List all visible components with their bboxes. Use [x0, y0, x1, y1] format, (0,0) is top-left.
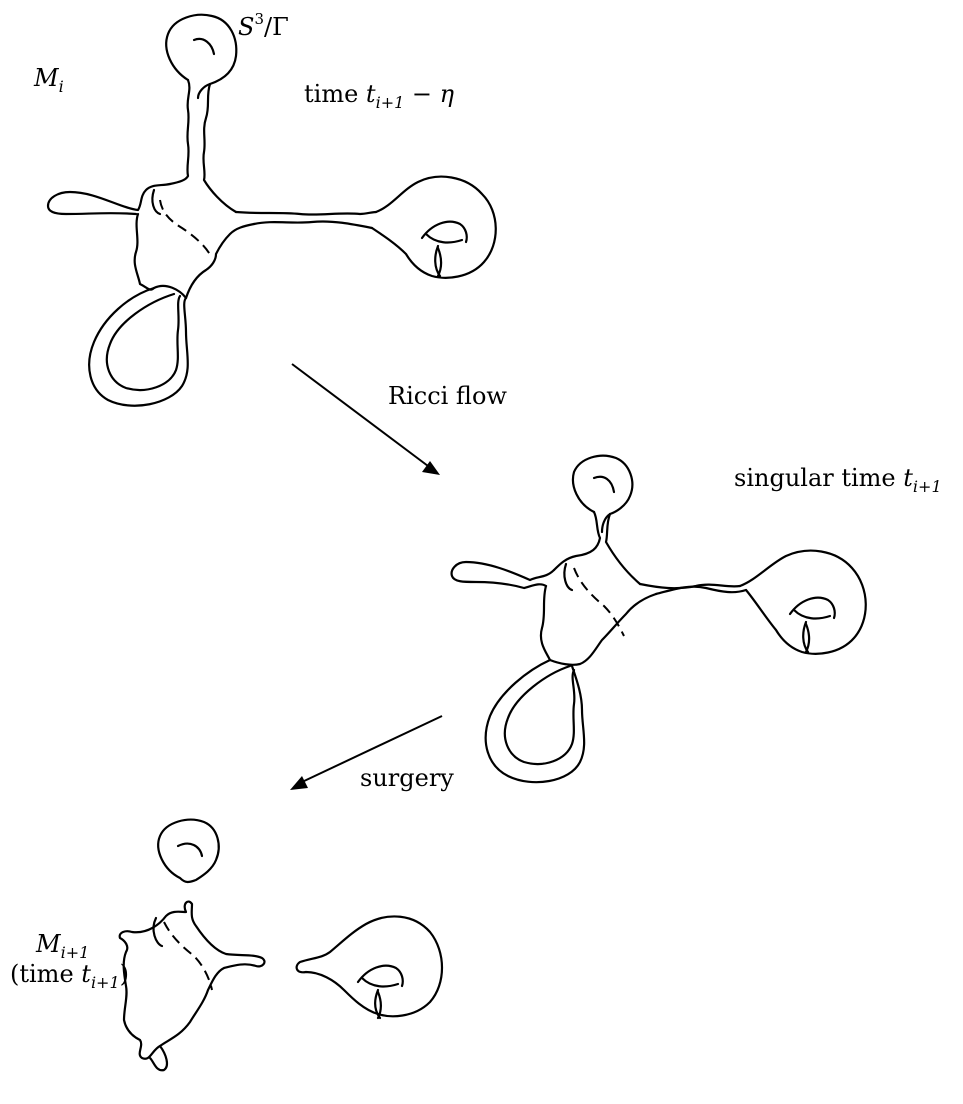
- neck-top-left: [168, 78, 191, 186]
- label-time-bottom-open: (time: [10, 960, 82, 988]
- bubble-mid-inner-arc: [592, 475, 616, 494]
- body-top: [133, 212, 256, 300]
- neck-top-right: [202, 82, 238, 214]
- label-time-bottom-t: t: [81, 960, 91, 988]
- torus-bottom-inner-upper: [356, 964, 404, 988]
- torus-mid-meridian-b: [804, 622, 811, 654]
- arrow-surgery-line: [301, 715, 443, 783]
- label-quotient: S3/Γ: [238, 10, 289, 41]
- torus-top-outline: [370, 175, 497, 279]
- label-surgery: surgery: [360, 764, 454, 792]
- label-m-i-sub: i: [58, 77, 64, 96]
- label-time-top-sub: i+1: [375, 93, 405, 112]
- neck-mid-right: [604, 512, 642, 586]
- manifold-bottom: [118, 818, 444, 1072]
- torus-mid-inner-lower: [792, 608, 832, 620]
- torus-mid-outline: [738, 549, 867, 655]
- manifold-top: [46, 13, 497, 407]
- label-quotient-sup: 3: [254, 10, 264, 28]
- arm-left: [46, 182, 172, 216]
- label-singular-time-prefix: singular time: [734, 464, 904, 492]
- body-mid-dashed-circle: [573, 567, 625, 637]
- body-mid: [539, 584, 658, 666]
- bubble-bottom-outline: [157, 818, 220, 884]
- loop-mid-outer: [484, 658, 586, 784]
- label-time-bottom-sub: i+1: [90, 973, 120, 992]
- label-m-i1-sub: i+1: [60, 943, 90, 962]
- neck-mid-left: [552, 510, 602, 572]
- label-m-i1-base: M: [36, 930, 61, 958]
- bubble-bottom-inner-arc: [176, 842, 204, 858]
- label-time-bottom: (time ti+1): [10, 962, 129, 991]
- body-bottom-outline: [118, 900, 266, 1060]
- label-ricci-flow: Ricci flow: [388, 382, 507, 410]
- loop-top-outer: [88, 286, 189, 407]
- neck-right-bottom: [252, 220, 374, 230]
- torus-mid-inner-upper: [788, 596, 836, 620]
- bubble-mid-outline: [571, 454, 634, 534]
- body-mid-solid-arc: [563, 562, 574, 592]
- label-time-top-suffix: − η: [404, 80, 455, 108]
- torus-bottom-meridian-b: [376, 990, 383, 1020]
- label-quotient-rest: /Γ: [264, 13, 289, 41]
- manifold-middle: [450, 454, 867, 784]
- torus-bottom-inner-lower: [360, 976, 400, 988]
- label-quotient-base: S: [238, 13, 255, 41]
- label-time-top-t: t: [365, 80, 376, 108]
- label-singular-time-sub: i+1: [912, 477, 942, 496]
- torus-top-meridian-b: [436, 246, 443, 278]
- arrow-ricci-flow: [291, 363, 440, 475]
- body-top-dashed-circle: [159, 199, 213, 259]
- neck-right-top: [234, 210, 378, 216]
- bubble-top-outline: [165, 13, 238, 100]
- label-singular-time: singular time ti+1: [734, 466, 942, 495]
- arrow-ricci-line: [291, 363, 429, 467]
- torus-bottom-outline: [295, 915, 444, 1018]
- loop-mid-inner: [503, 664, 576, 766]
- label-m-i-base: M: [34, 64, 59, 92]
- arrow-surgery: [290, 715, 443, 790]
- bubble-top-inner-arc: [192, 37, 216, 56]
- arrow-down-right-icon: [422, 461, 440, 475]
- label-time-top-prefix: time: [304, 80, 366, 108]
- body-bottom-dashed-circle: [163, 921, 213, 991]
- label-time-bottom-close: ): [119, 960, 130, 988]
- body-top-solid-arc: [151, 188, 162, 216]
- label-m-i1: Mi+1: [36, 932, 89, 961]
- neck-mid-right-bottom: [654, 585, 748, 596]
- loop-top-inner: [105, 292, 182, 392]
- body-bottom-solid-arc: [152, 916, 164, 948]
- body-bottom-stub: [148, 1044, 169, 1072]
- arrow-down-left-icon: [290, 776, 308, 790]
- label-m-i: Mi: [34, 66, 64, 95]
- torus-top-inner-lower: [424, 232, 464, 244]
- label-time-top: time ti+1 − η: [304, 82, 454, 111]
- torus-top-inner-upper: [420, 220, 468, 244]
- arm-mid: [450, 560, 556, 590]
- label-singular-time-t: t: [903, 464, 913, 492]
